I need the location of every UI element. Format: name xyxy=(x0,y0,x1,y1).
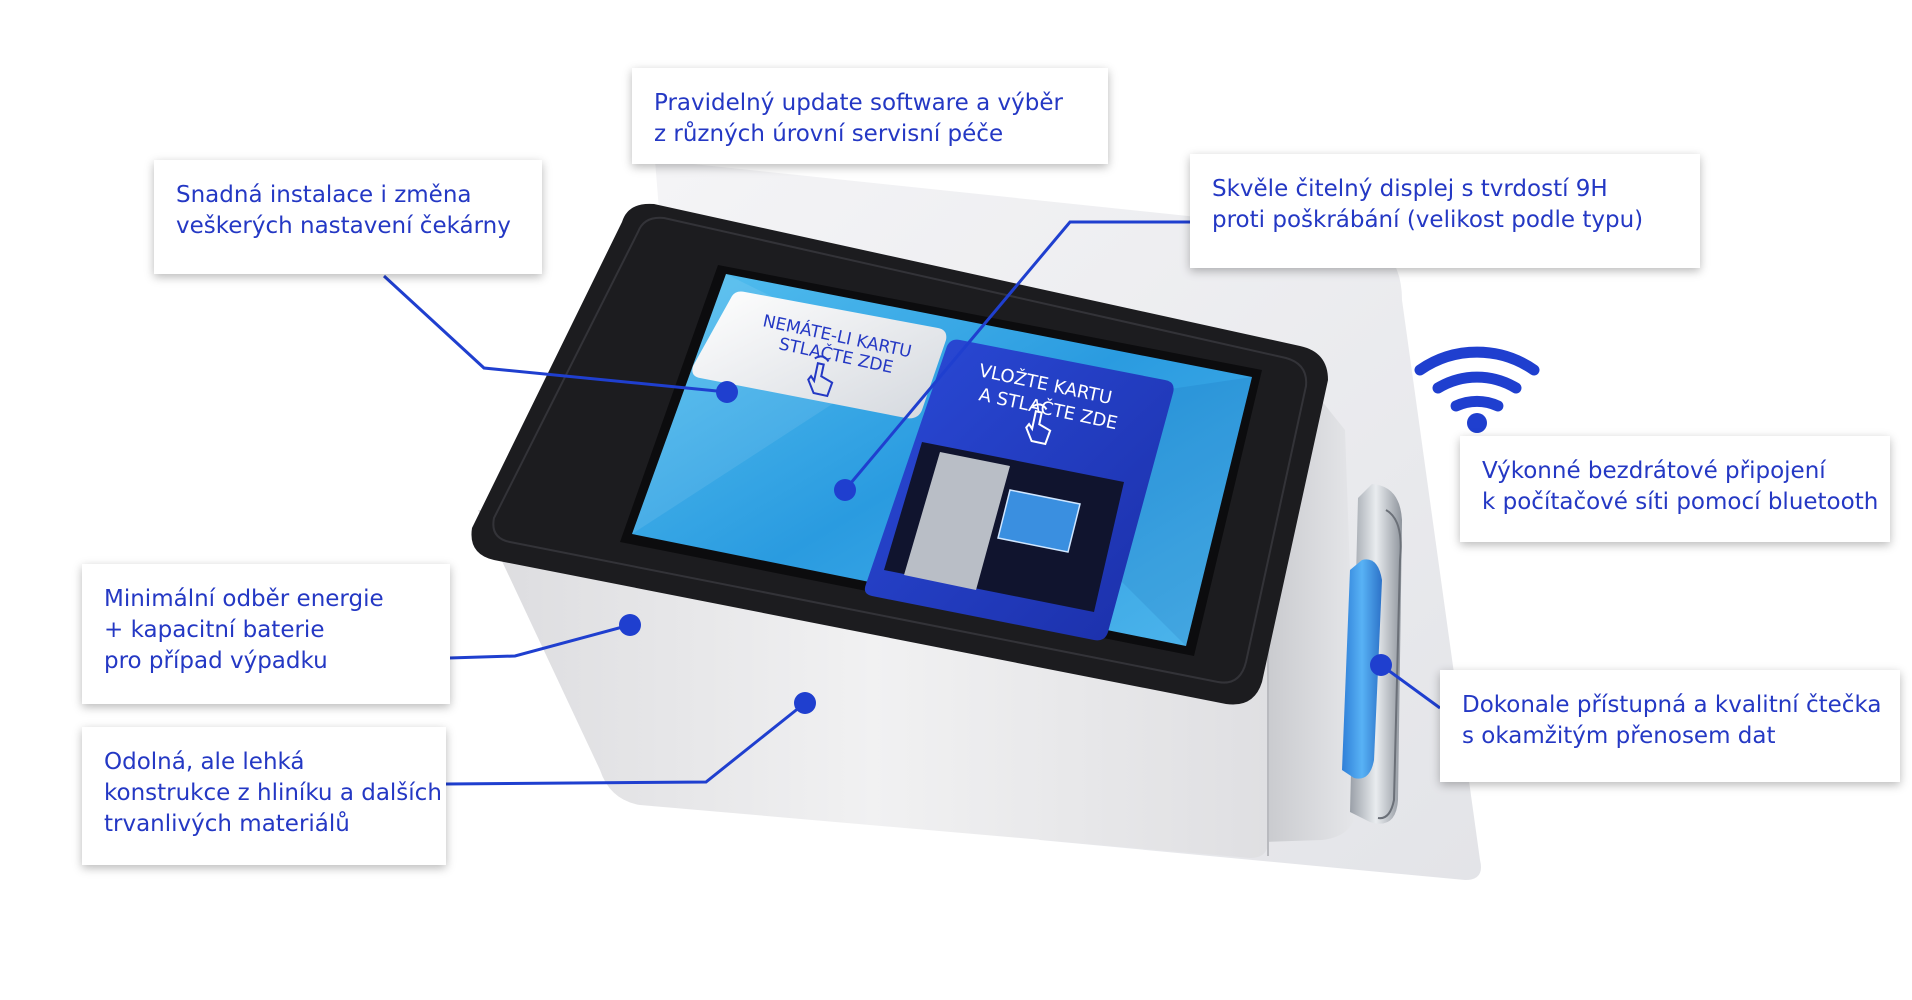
wifi-icon xyxy=(1432,371,1522,412)
callout-text: proti poškrábání (velikost podle typu) xyxy=(1212,207,1644,234)
hand-pointer-icon xyxy=(807,355,834,398)
callout-text: Skvěle čitelný displej s tvrdostí 9H xyxy=(1212,176,1608,202)
leader-dots xyxy=(619,381,1392,714)
callout-text: konstrukce z hliníku a dalších xyxy=(104,780,442,807)
card-reader-slot xyxy=(1342,559,1382,779)
callout-text: Výkonné bezdrátové připojení xyxy=(1482,458,1826,484)
screen-reader-photo-card xyxy=(997,489,1081,553)
kiosk-front xyxy=(478,510,1268,858)
callout-text: + kapacitní baterie xyxy=(104,617,325,644)
callout-wireless: Výkonné bezdrátové připojení k počítačov… xyxy=(1460,436,1890,542)
callout-text: z různých úrovní servisní péče xyxy=(654,121,1004,148)
leader-reader xyxy=(1380,663,1441,710)
callout-reader: Dokonale přístupná a kvalitní čtečka s o… xyxy=(1440,670,1900,782)
callout-text: k počítačové síti pomocí bluetooth xyxy=(1482,489,1879,516)
callout-text: s okamžitým přenosem dat xyxy=(1462,723,1776,750)
leader-construction xyxy=(445,701,806,786)
dot-construction xyxy=(794,692,816,714)
callout-energy: Minimální odběr energie + kapacitní bate… xyxy=(82,564,450,704)
callout-text: veškerých nastavení čekárny xyxy=(176,213,511,240)
card-reader-glass xyxy=(1377,509,1402,820)
display-inner-bezel xyxy=(492,216,1308,684)
hand-pointer-icon xyxy=(1025,403,1052,446)
leader-lines xyxy=(382,220,1441,786)
dot-easy-install xyxy=(716,381,738,403)
dot-display xyxy=(834,479,856,501)
callout-text: Minimální odběr energie xyxy=(104,586,384,612)
leader-display xyxy=(843,220,1190,491)
callout-text: Snadná instalace i změna xyxy=(176,182,472,208)
callout-software-update: Pravidelný update software a výběr z růz… xyxy=(632,68,1108,164)
leader-energy xyxy=(448,623,631,660)
screen-reader-photo-metal xyxy=(904,452,1010,590)
callout-text: trvanlivých materiálů xyxy=(104,811,350,838)
leader-easy-install xyxy=(382,274,728,394)
callout-text: Pravidelný update software a výběr xyxy=(654,90,1063,116)
callout-display: Skvěle čitelný displej s tvrdostí 9H pro… xyxy=(1190,154,1700,268)
callout-construction: Odolná, ale lehká konstrukce z hliníku a… xyxy=(82,727,446,865)
callout-text: Dokonale přístupná a kvalitní čtečka xyxy=(1462,692,1882,718)
wifi-icon-dot xyxy=(1467,413,1487,433)
callout-text: Odolná, ale lehká xyxy=(104,749,305,775)
screen-card-no-card xyxy=(692,291,947,419)
callout-easy-install: Snadná instalace i změna veškerých nasta… xyxy=(154,160,542,274)
callout-text: pro případ výpadku xyxy=(104,648,328,675)
wifi-icon-outer-arc xyxy=(1414,346,1540,376)
dot-reader xyxy=(1370,654,1392,676)
dot-energy xyxy=(619,614,641,636)
